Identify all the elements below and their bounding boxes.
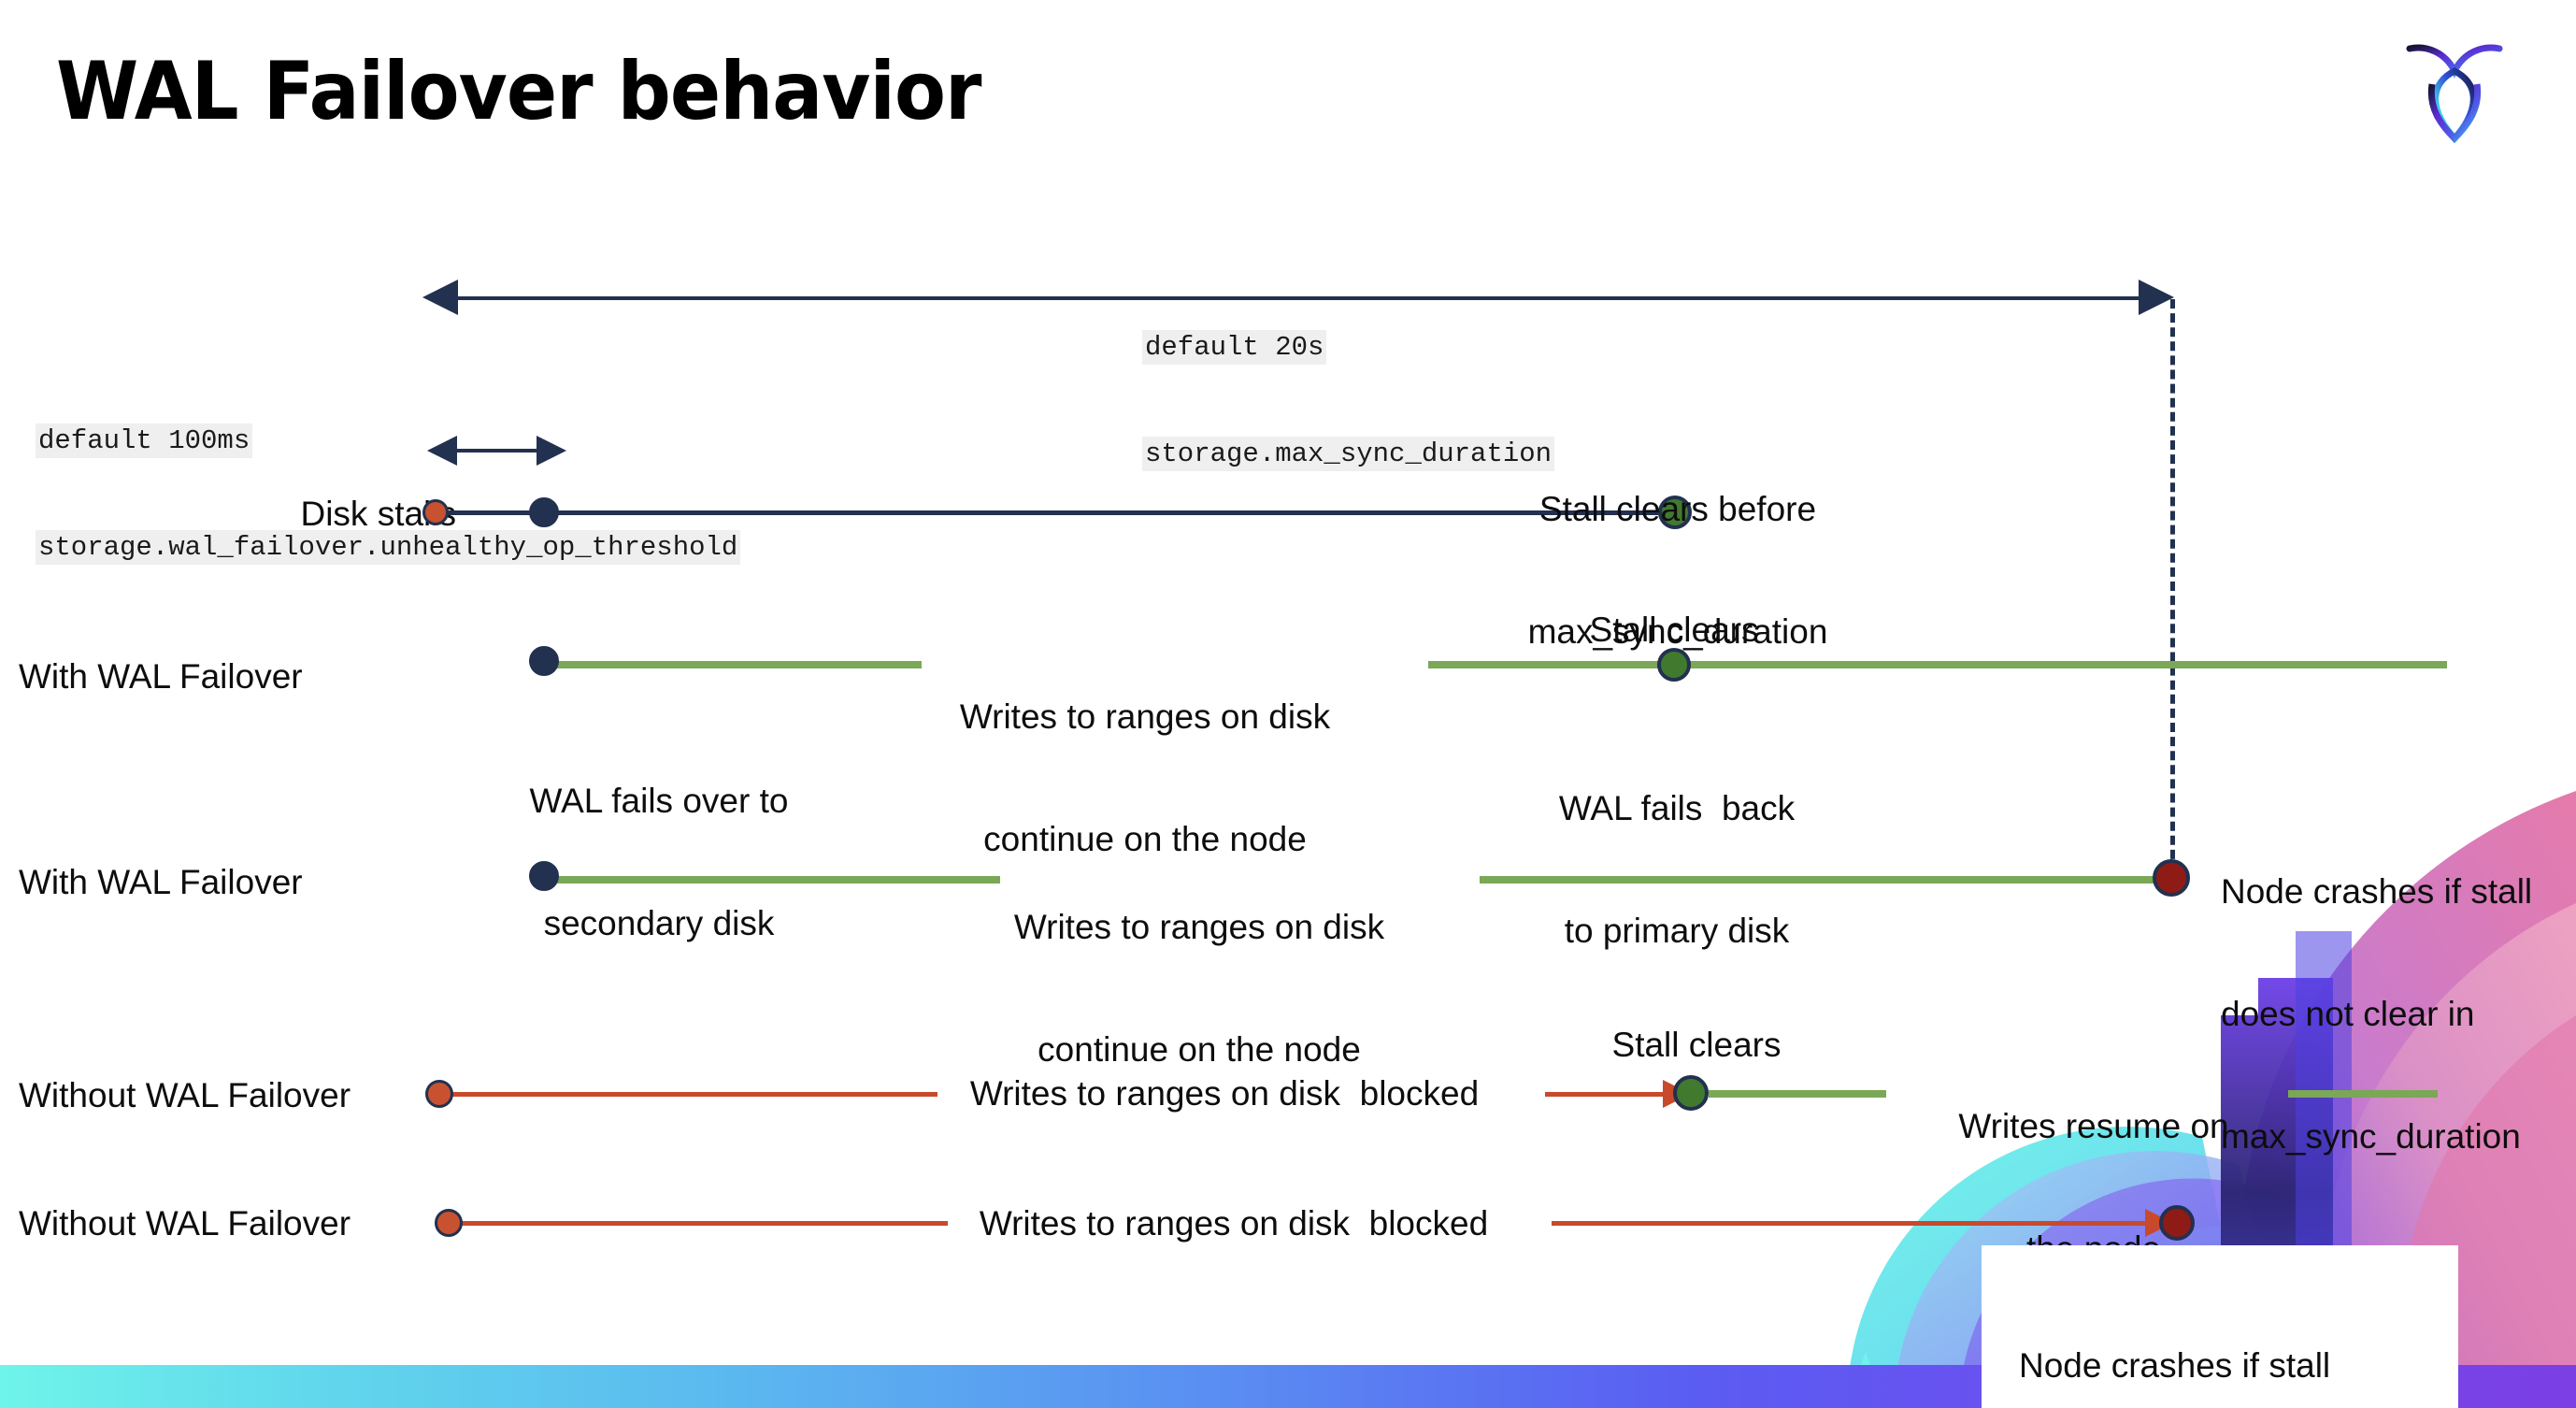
unhealthy-default-text: default 100ms [36,423,253,458]
wal-fails-back-line1: WAL fails back [1558,789,1796,828]
row5-writes-blocked-note: Writes to ranges on disk blocked [979,1204,1489,1243]
cockroachdb-logo-icon [2398,28,2511,150]
row3-crash-line2: does not clear in [2221,995,2475,1034]
row5-red-segment-right [1552,1221,2147,1226]
disk-stalls-timeline [439,510,1675,515]
wal-fails-over-note: WAL fails over to secondary disk [477,699,841,1026]
row-label-without-wal-failover-2: Without WAL Failover [19,1204,351,1243]
max-sync-setting-text: storage.max_sync_duration [1142,437,1555,472]
row3-writes-continue-note: Writes to ranges on disk continue on the… [989,826,1410,1152]
disk-stall-clear-dot [1658,496,1692,529]
stall-clears-before-line2: max_sync_duration [1527,612,1828,652]
row5-stall-start-dot [435,1209,463,1237]
row5-node-crash-dot [2159,1205,2195,1241]
row4-writes-blocked-note: Writes to ranges on disk blocked [969,1074,1480,1113]
page-title: WAL Failover behavior [56,45,981,138]
row5-node-crash-note: Node crashes if stall does not clear in … [2019,1264,2449,1408]
row2-green-segment-left [545,661,922,668]
row2-writes-continue-line2: continue on the node [983,820,1307,859]
row4-stall-clears-label: Stall clears [1611,1026,1782,1064]
row2-stall-clears-dot [1657,648,1691,682]
unhealthy-threshold-annotation: default 100ms storage.wal_failover.unhea… [36,352,741,638]
row4-red-segment-mid [1545,1092,1665,1097]
row5-crash-callout-box [1982,1245,2458,1408]
row5-crash-line1: Node crashes if stall [2019,1346,2331,1386]
wal-fails-back-line2: to primary disk [1564,912,1790,951]
row2-green-segment-right [1428,661,2447,668]
row3-node-crash-dot [2153,859,2190,897]
row3-writes-continue-line1: Writes to ranges on disk [1013,908,1385,947]
row-label-with-wal-failover-1: With WAL Failover [19,657,303,696]
row4-stall-clears-dot [1673,1075,1709,1111]
threshold-arrow-right-head [537,436,566,466]
max-sync-default-text: default 20s [1142,329,1327,365]
row3-green-segment-right [1480,876,2179,884]
unhealthy-setting-text: storage.wal_failover.unhealthy_op_thresh… [36,530,741,566]
row3-node-crash-note: Node crashes if stall does not clear in … [2221,790,2576,1239]
max-sync-arrow-left-head [422,280,458,315]
row-label-with-wal-failover-2: With WAL Failover [19,863,303,901]
max-sync-arrow-shaft [454,296,2142,300]
row3-crash-line1: Node crashes if stall [2221,872,2533,912]
row3-writes-continue-line2: continue on the node [1038,1030,1361,1070]
max-sync-annotation: default 20s storage.max_sync_duration [1142,258,1555,544]
threshold-arrow-shaft [455,449,537,453]
row3-crash-line3: max_sync_duration [2221,1117,2521,1157]
stall-clears-before-note: Stall clears before max_sync_duration [1496,408,1860,734]
row-label-without-wal-failover-1: Without WAL Failover [19,1076,351,1114]
wal-fails-over-line1: WAL fails over to [529,782,789,821]
row3-green-segment-left [545,876,1000,884]
disk-stall-threshold-dot [529,497,559,527]
row4-green-segment-a [1709,1090,1886,1098]
wal-fails-back-note: WAL fails back to primary disk [1500,707,1853,1033]
row4-green-segment-b [2288,1090,2438,1098]
stall-clears-before-line1: Stall clears before [1538,490,1817,529]
row2-writes-continue-line1: Writes to ranges on disk [959,697,1331,737]
row5-red-segment-left [458,1221,948,1226]
row-label-disk-stalls: Disk stalls [300,495,456,533]
max-sync-arrow-right-head [2139,280,2174,315]
wal-fails-over-line2: secondary disk [543,904,775,943]
threshold-arrow-left-head [427,436,457,466]
row2-stall-clears-label: Stall clears [1589,611,1759,649]
row2-writes-continue-note: Writes to ranges on disk continue on the… [935,615,1355,941]
writes-resume-line1: Writes resume on [1958,1107,2229,1146]
row4-stall-start-dot [425,1080,453,1108]
row3-failover-dot [529,861,559,891]
max-sync-dashed-guide [2170,299,2175,873]
row2-failover-dot [529,646,559,676]
disk-stall-start-dot [422,499,449,525]
row4-red-segment-left [449,1092,937,1097]
